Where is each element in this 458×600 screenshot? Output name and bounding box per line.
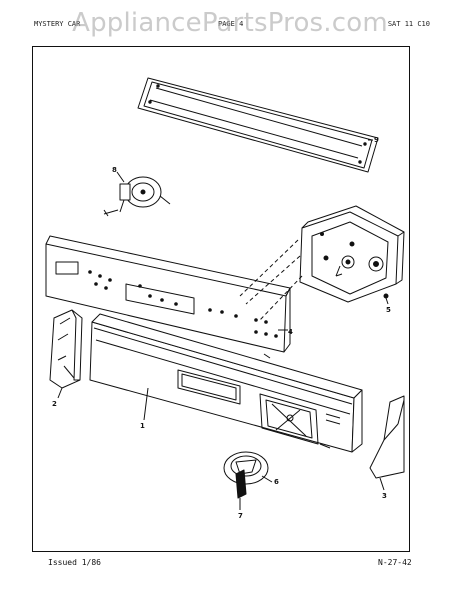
callout-7: 7: [238, 512, 243, 520]
part-2-left-endcap: [49, 309, 83, 389]
part-3-right-endcap: [369, 395, 405, 479]
part-9-rear-panel: [137, 77, 379, 173]
header-left-text: MYSTERY CAR: [34, 20, 81, 28]
page-header: MYSTERY CAR PAGE 4 SAT 11 C10 ApplianceP…: [28, 6, 432, 46]
header-mid-text: PAGE 4: [218, 20, 244, 28]
header-row: MYSTERY CAR PAGE 4 SAT 11 C10: [28, 20, 432, 32]
callout-4: 4: [288, 328, 293, 336]
part-6-knob-dial: [223, 451, 273, 485]
part-4-backplate: [45, 235, 291, 359]
page-code: N-27-42: [378, 558, 412, 567]
part-8-switch: [103, 176, 171, 217]
part-5-timer: [299, 205, 405, 303]
header-right-text: SAT 11 C10: [387, 20, 430, 28]
callout-1: 1: [140, 422, 145, 430]
part-7-knob-pointer: [235, 469, 247, 510]
callout-3: 3: [382, 492, 387, 500]
callout-9: 9: [374, 136, 379, 144]
diagram-frame: [32, 46, 410, 552]
part-1-console: [89, 313, 363, 453]
callout-8: 8: [112, 166, 117, 174]
callout-6: 6: [274, 478, 279, 486]
callout-2: 2: [52, 400, 57, 408]
issued-date: Issued 1/86: [48, 558, 101, 567]
watermark: AppliancePartsPros.com: [72, 8, 388, 38]
assembly-dashed-lines: [239, 239, 303, 321]
callout-5: 5: [386, 306, 391, 314]
